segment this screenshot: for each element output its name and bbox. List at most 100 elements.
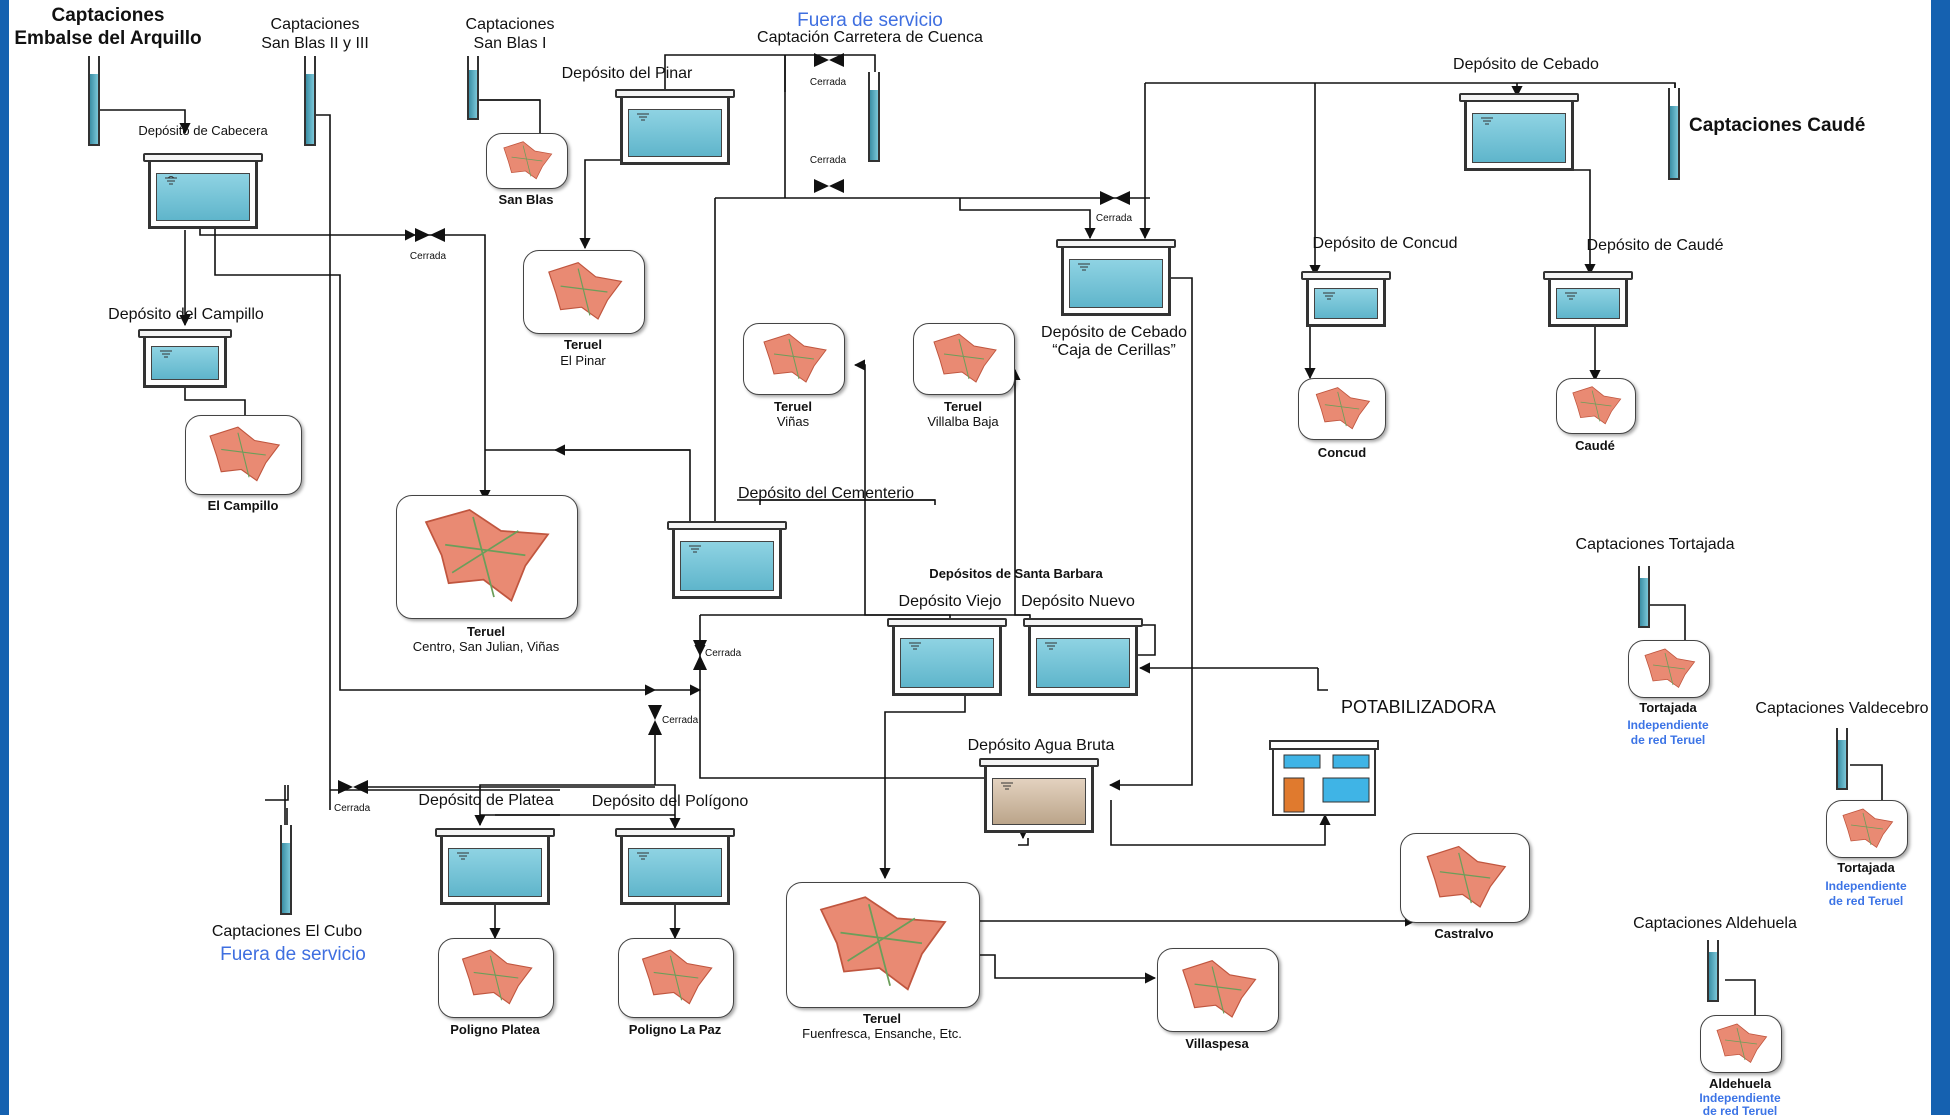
caude-label: Depósito de Caudé <box>1586 237 1724 254</box>
valve-label: Cerrada <box>1095 213 1133 224</box>
zone-villalba-1: Teruel <box>943 399 983 414</box>
cementerio-label: Depósito del Cementerio <box>737 485 915 502</box>
zone-valdecebro-3: de red Teruel <box>1828 894 1904 908</box>
tortajada-captaciones-label: Captaciones Tortajada <box>1575 536 1735 553</box>
valve-group <box>338 53 1130 794</box>
well-sanblas1 <box>467 56 479 120</box>
well-tortajada <box>1638 566 1650 628</box>
town-map-villalba <box>913 323 1015 395</box>
poligono-label: Depósito del Polígono <box>591 793 749 810</box>
sanblas23-label-line1: Captaciones <box>270 16 360 33</box>
town-map-villaspesa <box>1157 948 1279 1032</box>
zone-tortajada-3: de red Teruel <box>1630 733 1706 747</box>
town-map-campillo <box>185 415 302 495</box>
zone-lapaz: Poligno La Paz <box>628 1022 722 1037</box>
cebado-caja-label-line2: “Caja de Cerillas” <box>1052 342 1176 359</box>
town-map-tortajada <box>1628 640 1710 698</box>
caude-captaciones-label: Captaciones Caudé <box>1689 115 1866 136</box>
zone-aldehuela-3: de red Teruel <box>1702 1104 1778 1115</box>
zone-pinar-2: El Pinar <box>560 353 606 368</box>
zone-sanblas: San Blas <box>498 192 554 207</box>
zone-fuenfresca-1: Teruel <box>862 1011 902 1026</box>
zone-tortajada-1: Tortajada <box>1639 700 1697 715</box>
zone-villalba-2: Villalba Baja <box>927 414 999 429</box>
viejo-label: Depósito Viejo <box>898 593 1002 610</box>
zone-caude: Caudé <box>1575 438 1615 453</box>
cebado-label: Depósito de Cebado <box>1453 56 1599 73</box>
cebado-caja-label-line1: Depósito de Cebado <box>1041 324 1187 341</box>
campillo-label: Depósito del Campillo <box>108 306 264 323</box>
tank-cementerio <box>667 521 787 599</box>
zone-concud: Concud <box>1317 445 1367 460</box>
tank-pinar <box>615 89 735 165</box>
valve-label: Cerrada <box>809 77 847 88</box>
tank-platea <box>435 828 555 905</box>
town-map-vinas <box>743 323 845 395</box>
town-map-sanblas <box>486 133 568 189</box>
zone-castralvo: Castralvo <box>1434 926 1494 941</box>
tank-agua-bruta <box>979 758 1099 833</box>
zone-vinas-2: Viñas <box>776 414 810 429</box>
town-map-concud <box>1298 378 1386 440</box>
zone-centro-2: Centro, San Julian, Viñas <box>412 639 560 654</box>
town-map-castralvo <box>1400 833 1530 923</box>
agua-bruta-label: Depósito Agua Bruta <box>967 737 1115 754</box>
sanblas1-label-line1: Captaciones <box>465 16 555 33</box>
zone-valdecebro-1: Tortajada <box>1837 860 1895 875</box>
sanblas1-label-line2: San Blas I <box>473 35 547 52</box>
zone-campillo: El Campillo <box>207 498 279 513</box>
zone-villaspesa: Villaspesa <box>1185 1036 1249 1051</box>
arquillo-title-line2: Embalse del Arquillo <box>14 28 202 49</box>
well-valdecebro <box>1836 728 1848 790</box>
tank-poligono <box>615 828 735 905</box>
tank-nuevo <box>1023 618 1143 696</box>
elcubo-captaciones-label: Captaciones El Cubo <box>211 923 363 940</box>
arquillo-title-line1: Captaciones <box>51 5 165 26</box>
valve-label: Cerrada <box>662 715 699 726</box>
tank-campillo <box>138 329 232 388</box>
town-map-platea <box>438 938 554 1018</box>
town-map-centro <box>396 495 578 619</box>
tank-concud <box>1301 271 1391 327</box>
zone-centro-1: Teruel <box>466 624 506 639</box>
zone-valdecebro-2: Independiente <box>1825 879 1907 893</box>
nuevo-label: Depósito Nuevo <box>1021 593 1135 610</box>
zone-platea: Poligno Platea <box>450 1022 540 1037</box>
well-arquillo <box>88 56 100 146</box>
well-aldehuela <box>1707 940 1719 1002</box>
potabilizadora-building-icon <box>1269 740 1379 816</box>
tank-caude <box>1543 271 1633 327</box>
well-caude <box>1668 88 1680 180</box>
cabecera-label: Depósito de Cabecera <box>138 123 268 138</box>
zone-pinar-1: Teruel <box>563 337 603 352</box>
valve-label: Cerrada <box>334 803 371 814</box>
aldehuela-captaciones-label: Captaciones Aldehuela <box>1633 915 1797 932</box>
sanblas23-label-line2: San Blas II y III <box>261 35 369 52</box>
town-map-fuenfresca <box>786 882 980 1008</box>
well-elcubo <box>280 825 292 915</box>
zone-aldehuela-1: Aldehuela <box>1708 1076 1772 1091</box>
well-sanblas23 <box>304 56 316 146</box>
valve-label: Cerrada <box>705 648 742 659</box>
valve-label: Cerrada <box>809 155 847 166</box>
elcubo-status: Fuera de servicio <box>220 944 366 965</box>
tank-cebado-caja <box>1056 239 1176 316</box>
well-carretera <box>868 72 880 162</box>
zone-vinas-1: Teruel <box>773 399 813 414</box>
valdecebro-captaciones-label: Captaciones Valdecebro <box>1755 700 1929 717</box>
concud-label: Depósito de Concud <box>1312 235 1458 252</box>
platea-label: Depósito de Platea <box>418 792 554 809</box>
town-map-valdecebro <box>1826 800 1908 858</box>
zone-fuenfresca-2: Fuenfresca, Ensanche, Etc. <box>802 1026 962 1041</box>
town-map-pinar <box>523 250 645 334</box>
town-map-caude <box>1556 378 1636 434</box>
carretera-status: Fuera de servicio <box>797 10 943 31</box>
tank-cabecera <box>143 153 263 229</box>
zone-aldehuela-2: Independiente <box>1699 1091 1781 1105</box>
carretera-label: Captación Carretera de Cuenca <box>757 29 983 46</box>
zone-tortajada-2: Independiente <box>1627 718 1709 732</box>
tank-viejo <box>887 618 1007 696</box>
potabilizadora-label: POTABILIZADORA <box>1341 697 1496 717</box>
town-map-aldehuela <box>1700 1015 1782 1073</box>
